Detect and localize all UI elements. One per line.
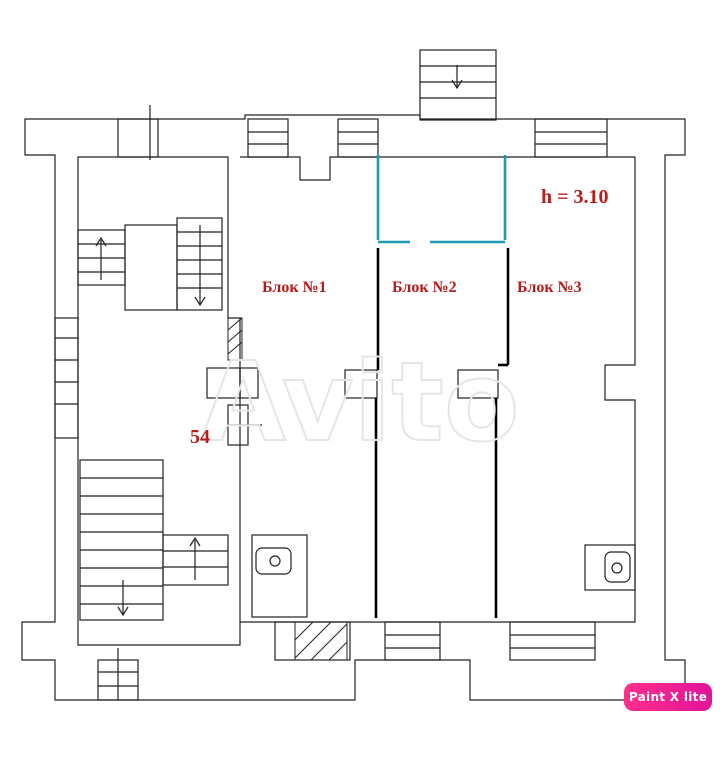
block-1-label: Блок №1	[262, 279, 327, 296]
block-3-label: Блок №3	[517, 279, 582, 296]
toilet-left	[251, 534, 308, 618]
paint-x-lite-badge: Paint X lite	[624, 683, 712, 711]
toilet-right	[584, 544, 636, 591]
height-label: h = 3.10	[541, 186, 609, 208]
watermark: Avito	[201, 338, 520, 466]
room-number-label: 54	[190, 426, 210, 448]
entry-stair	[419, 49, 497, 121]
block-2-label: Блок №2	[392, 279, 457, 296]
